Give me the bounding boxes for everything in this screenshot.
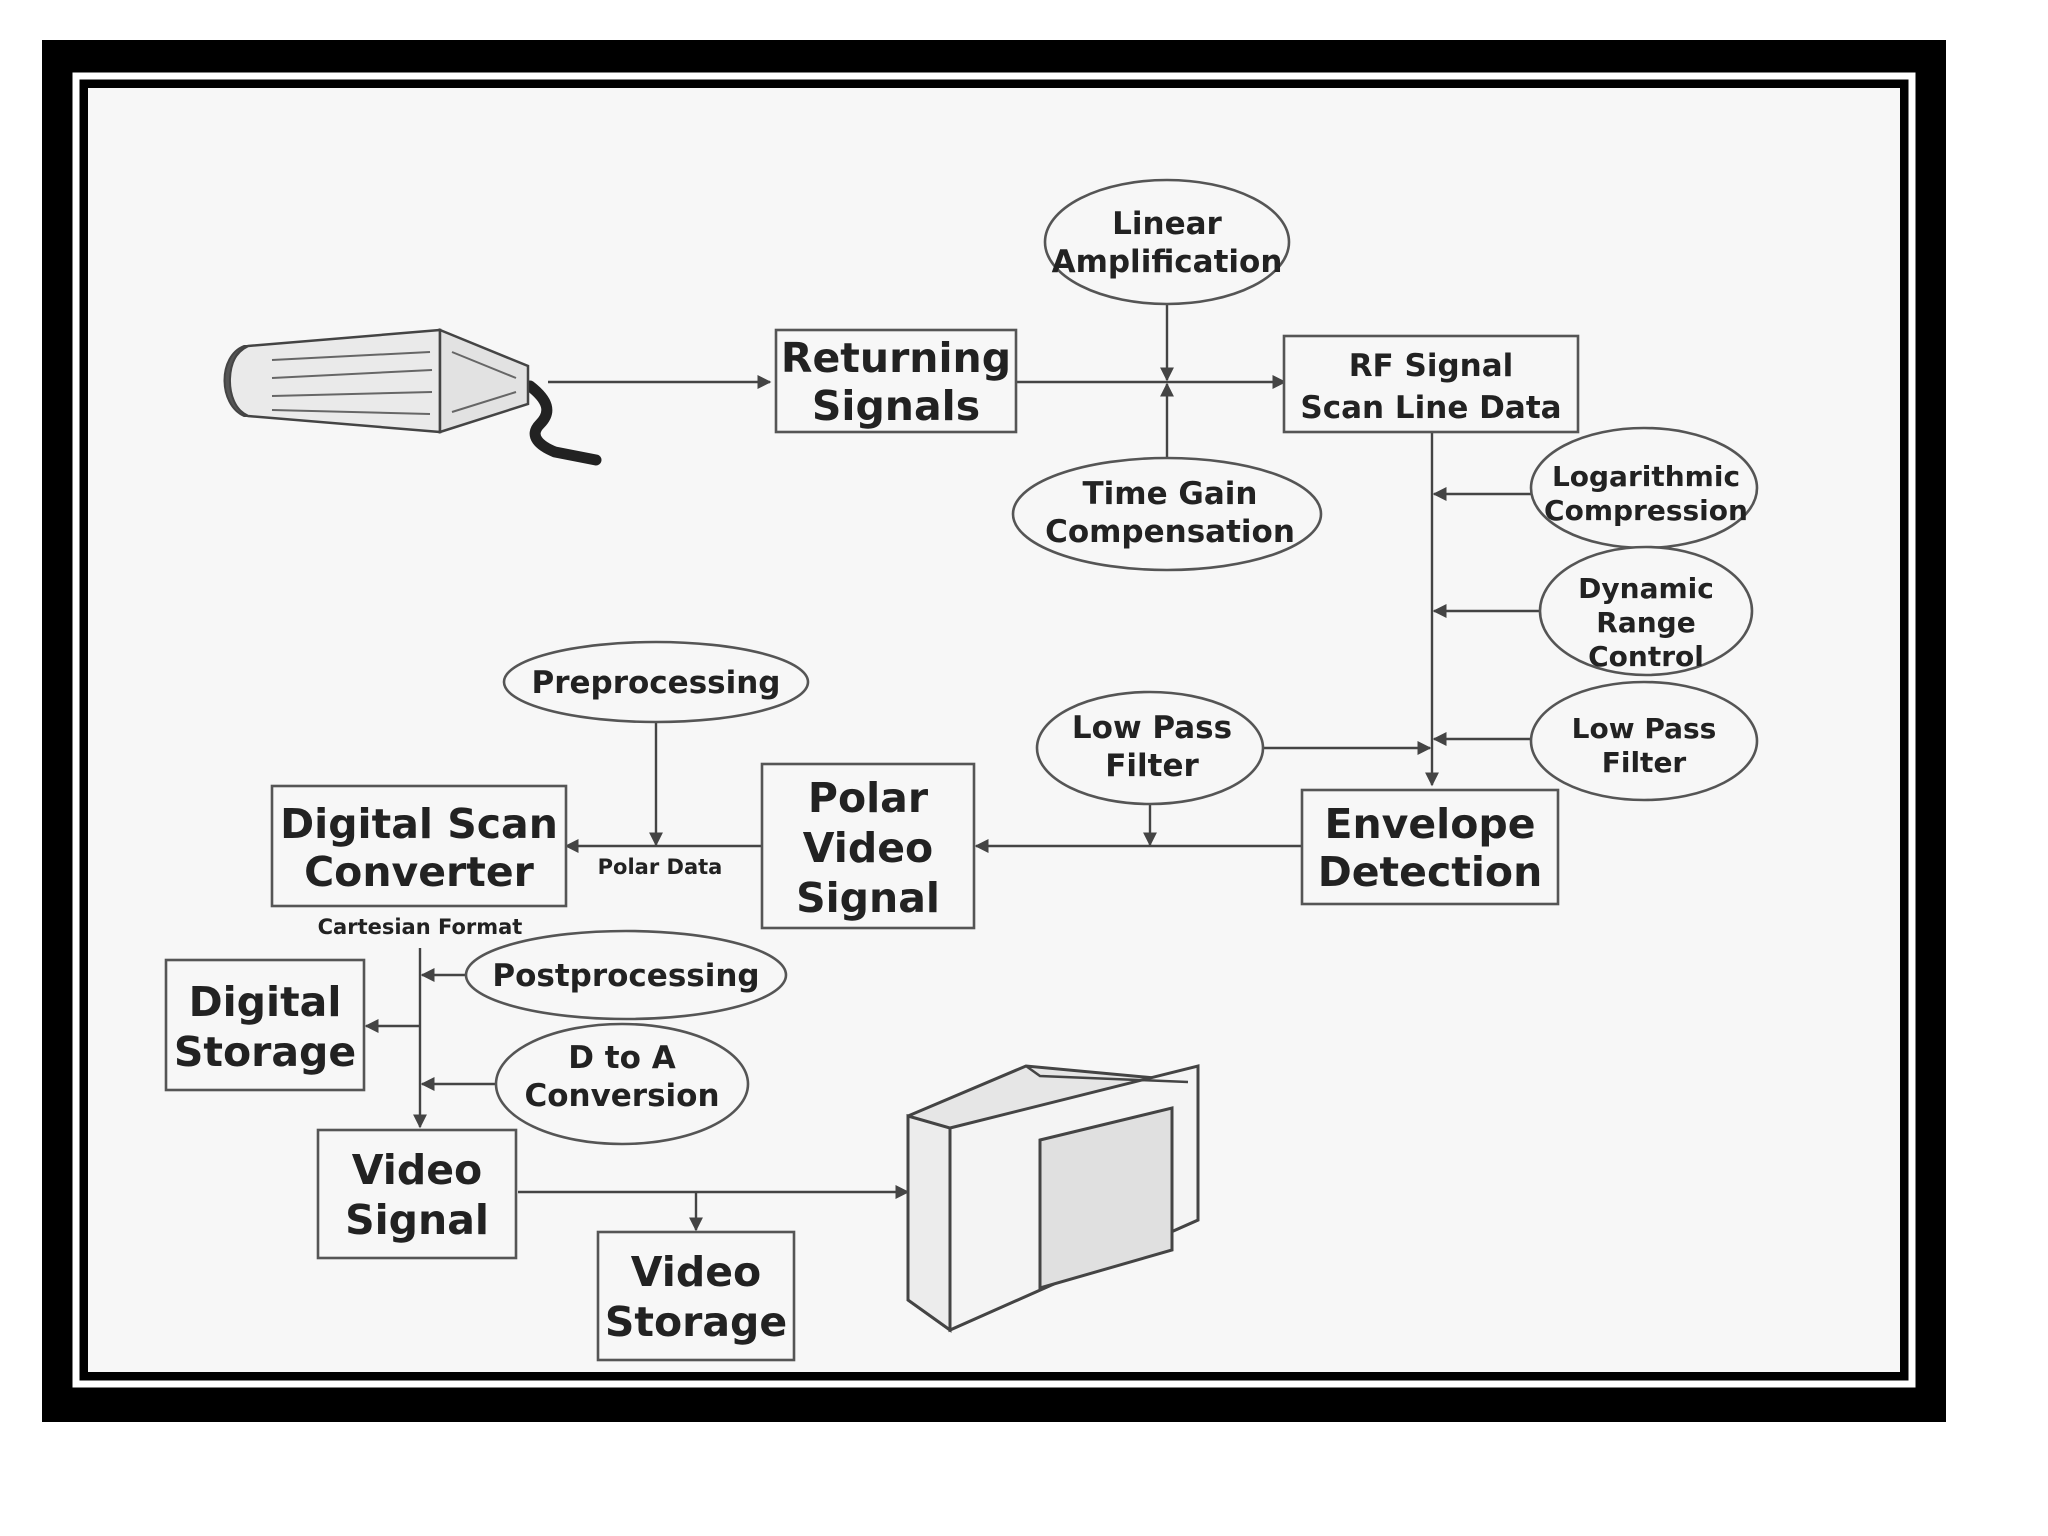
- polar-data-label: Polar Data: [598, 855, 723, 879]
- video-signal-box: Video Signal: [316, 1128, 518, 1260]
- time-gain-compensation-label-line1: Time Gain: [1083, 476, 1258, 512]
- video-signal-label-line1: Video: [352, 1146, 482, 1194]
- video-signal-label-line2: Signal: [345, 1196, 489, 1244]
- envelope-detection-box: Envelope Detection: [1300, 788, 1560, 906]
- rf-signal-label-line2: Scan Line Data: [1300, 390, 1561, 426]
- preprocessing-ellipse: Preprocessing: [502, 640, 810, 724]
- dynamic-range-control-ellipse: Dynamic Range Control: [1538, 545, 1754, 677]
- d-to-a-conversion-label-line1: D to A: [568, 1040, 675, 1076]
- linear-amplification-label-line1: Linear: [1112, 206, 1222, 242]
- crt-monitor-icon: [906, 1064, 1200, 1333]
- polar-video-signal-box: Polar Video Signal: [760, 762, 976, 930]
- dynamic-range-control-label-line1: Dynamic: [1578, 572, 1714, 605]
- postprocessing-label: Postprocessing: [492, 958, 759, 994]
- low-pass-filter-left-ellipse: Low Pass Filter: [1035, 690, 1265, 806]
- dynamic-range-control-label-line2: Range: [1596, 606, 1695, 639]
- returning-signals-label-line2: Signals: [812, 382, 980, 430]
- d-to-a-conversion-label-line2: Conversion: [524, 1078, 719, 1114]
- postprocessing-ellipse: Postprocessing: [464, 929, 788, 1021]
- video-storage-label-line1: Video: [631, 1248, 761, 1296]
- video-storage-label-line2: Storage: [605, 1298, 787, 1346]
- d-to-a-conversion-ellipse: D to A Conversion: [494, 1022, 750, 1146]
- logarithmic-compression-ellipse: Logarithmic Compression: [1529, 426, 1759, 550]
- digital-scan-converter-label-line1: Digital Scan: [280, 800, 558, 848]
- envelope-detection-label-line2: Detection: [1318, 848, 1543, 896]
- digital-storage-label-line1: Digital: [189, 978, 342, 1026]
- polar-video-signal-label-line3: Signal: [796, 874, 940, 922]
- low-pass-filter-left-label-line2: Filter: [1105, 748, 1199, 784]
- logarithmic-compression-label-line2: Compression: [1544, 494, 1748, 527]
- linear-amplification-ellipse: Linear Amplification: [1043, 178, 1291, 306]
- digital-storage-box: Digital Storage: [164, 958, 366, 1092]
- returning-signals-label-line1: Returning: [781, 334, 1011, 382]
- time-gain-compensation-ellipse: Time Gain Compensation: [1011, 456, 1323, 572]
- diagram-nodes: Returning Signals RF Signal Scan Line Da…: [164, 178, 1759, 1362]
- rf-signal-label-line1: RF Signal: [1349, 348, 1514, 384]
- video-storage-box: Video Storage: [596, 1230, 796, 1362]
- low-pass-filter-right-label-line1: Low Pass: [1572, 712, 1717, 745]
- digital-scan-converter-label-line2: Converter: [304, 848, 535, 896]
- connector-lines: [364, 304, 1540, 1232]
- ultrasound-transducer-icon: [223, 328, 602, 466]
- digital-storage-label-line2: Storage: [174, 1028, 356, 1076]
- preprocessing-label: Preprocessing: [532, 665, 781, 701]
- logarithmic-compression-label-line1: Logarithmic: [1552, 460, 1740, 493]
- linear-amplification-label-line2: Amplification: [1052, 244, 1283, 280]
- digital-scan-converter-box: Digital Scan Converter: [270, 784, 568, 908]
- rf-signal-scan-line-box: RF Signal Scan Line Data: [1282, 334, 1580, 434]
- low-pass-filter-right-label-line2: Filter: [1602, 746, 1687, 779]
- polar-video-signal-label-line2: Video: [803, 824, 933, 872]
- low-pass-filter-right-ellipse: Low Pass Filter: [1529, 680, 1759, 802]
- envelope-detection-label-line1: Envelope: [1324, 800, 1535, 848]
- low-pass-filter-left-label-line1: Low Pass: [1072, 710, 1232, 746]
- dynamic-range-control-label-line3: Control: [1588, 640, 1704, 673]
- cartesian-format-label: Cartesian Format: [318, 915, 523, 939]
- returning-signals-box: Returning Signals: [774, 328, 1018, 434]
- polar-video-signal-label-line1: Polar: [808, 774, 929, 822]
- time-gain-compensation-label-line2: Compensation: [1045, 514, 1295, 550]
